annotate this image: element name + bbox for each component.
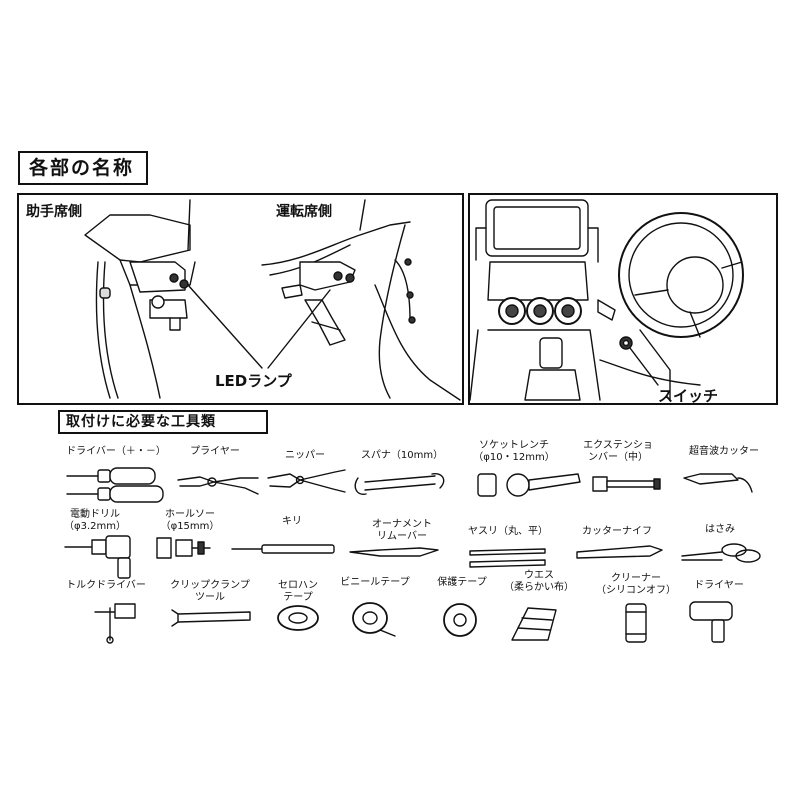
pliers-illustration: [177, 476, 259, 495]
led-leader-line-right: [267, 289, 331, 369]
torque-driver-illustration: [94, 603, 136, 644]
ornament-remover-label: オーナメントリムーバー: [372, 519, 432, 542]
nipper-illustration: [267, 469, 346, 493]
pliers-label: プライヤー: [190, 446, 240, 457]
driver-side-illustration: [261, 199, 461, 401]
file-label: ヤスリ（丸、平）: [468, 526, 548, 537]
protective-tape-label: 保護テープ: [437, 577, 487, 588]
screwdriver-label: ドライバー（＋・－）: [66, 446, 166, 457]
spanner-illustration: [354, 473, 445, 495]
dashboard-illustration: [469, 199, 744, 401]
waste-cloth-illustration: [511, 607, 557, 641]
hole-saw-label: ホールソー（φ15mm）: [160, 509, 220, 532]
driver-side-label: 運転席側: [276, 204, 332, 220]
part-names-title: 各部の名称: [18, 151, 148, 185]
dryer-illustration: [689, 601, 733, 643]
cellophane-tape-illustration: [277, 605, 319, 631]
passenger-side-label: 助手席側: [26, 204, 82, 220]
awl-illustration: [231, 544, 335, 554]
electric-drill-label: 電動ドリル（φ3.2mm）: [64, 509, 126, 532]
hole-saw-illustration: [156, 537, 211, 559]
extension-bar-illustration: [592, 476, 661, 492]
ornament-remover-illustration: [349, 547, 439, 557]
scissors-illustration: [681, 543, 761, 563]
socket-wrench-illustration: [477, 473, 581, 497]
led-leader-line-left: [187, 284, 263, 369]
cutter-knife-illustration: [576, 545, 663, 559]
socket-wrench-label: ソケットレンチ（φ10・12mm）: [473, 440, 555, 463]
cleaner-label: クリーナー（シリコンオフ）: [596, 573, 676, 596]
passenger-side-illustration: [84, 199, 196, 399]
cellophane-tape-label: セロハンテープ: [278, 580, 318, 603]
file-illustration: [469, 548, 546, 568]
electric-drill-illustration: [64, 535, 131, 579]
torque-driver-label: トルクドライバー: [66, 580, 146, 591]
screwdriver-illustration: [66, 467, 164, 503]
clip-clamp-tool-label: クリップクランプツール: [170, 580, 250, 603]
cleaner-illustration: [625, 603, 647, 643]
nipper-label: ニッパー: [285, 450, 325, 461]
clip-clamp-tool-illustration: [171, 609, 251, 627]
spanner-label: スパナ（10mm）: [360, 450, 444, 461]
waste-cloth-label: ウエス（柔らかい布）: [504, 570, 574, 593]
led-lamp-label: LEDランプ: [215, 372, 292, 390]
vinyl-tape-illustration: [352, 602, 396, 637]
awl-label: キリ: [282, 516, 302, 527]
required-tools-title: 取付けに必要な工具類: [58, 410, 268, 434]
switch-leader-line: [629, 347, 659, 386]
extension-bar-label: エクステンションバー（中）: [583, 440, 653, 463]
switch-label: スイッチ: [658, 387, 719, 405]
vinyl-tape-label: ビニールテープ: [340, 577, 410, 588]
cutter-knife-label: カッターナイフ: [582, 526, 652, 537]
ultrasonic-cutter-illustration: [683, 473, 753, 493]
protective-tape-illustration: [443, 603, 477, 637]
dryer-label: ドライヤー: [694, 580, 744, 591]
ultrasonic-cutter-label: 超音波カッター: [689, 446, 759, 457]
interior-diagram-panel: [17, 193, 464, 405]
scissors-label: はさみ: [705, 524, 735, 535]
